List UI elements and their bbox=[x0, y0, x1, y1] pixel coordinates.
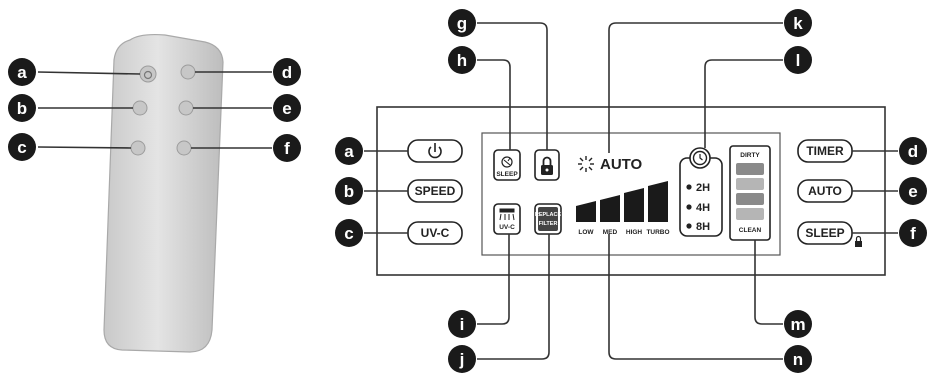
callout-letter: f bbox=[910, 224, 916, 243]
callout-marker bbox=[273, 134, 301, 162]
callout-letter: g bbox=[457, 14, 467, 33]
filter-clean-label: CLEAN bbox=[739, 227, 762, 234]
callout-letter: b bbox=[17, 99, 27, 118]
callout-marker bbox=[273, 94, 301, 122]
auto-button-label: AUTO bbox=[808, 184, 842, 198]
speed-level-label: LOW bbox=[578, 229, 594, 236]
callout-letter: i bbox=[460, 315, 465, 334]
speed-button-label: SPEED bbox=[415, 184, 456, 198]
sleep-button-label: SLEEP bbox=[805, 226, 844, 240]
callout-letter: h bbox=[457, 51, 467, 70]
lock-icon bbox=[541, 156, 553, 175]
speed-level-bars bbox=[576, 181, 668, 222]
sleep-indicator-label: SLEEP bbox=[496, 171, 518, 178]
callout-letter: d bbox=[908, 142, 918, 161]
callout-letter: b bbox=[344, 182, 354, 201]
timer-option-label: 2H bbox=[696, 182, 710, 194]
callout-letter: e bbox=[908, 182, 917, 201]
remote-uvc-button[interactable] bbox=[130, 140, 146, 156]
clock-icon bbox=[689, 147, 711, 169]
speed-level-label: TURBO bbox=[646, 229, 669, 236]
child-lock-icon bbox=[855, 235, 862, 247]
callout-letter: f bbox=[284, 139, 290, 158]
filter-dirty-label: DIRTY bbox=[740, 152, 760, 159]
callout-letter: c bbox=[344, 224, 353, 243]
callout-marker bbox=[784, 9, 812, 37]
callout-marker bbox=[784, 310, 812, 338]
callout-marker bbox=[335, 137, 363, 165]
callout-marker bbox=[8, 133, 36, 161]
uvc-button-label: UV-C bbox=[421, 226, 450, 240]
callout-letter: a bbox=[344, 142, 354, 161]
callout-letter: c bbox=[17, 138, 26, 157]
speed-bar-low bbox=[576, 201, 596, 222]
replace-filter-label-2: FILTER bbox=[539, 221, 558, 227]
replace-filter-label-1: REPLACE bbox=[535, 212, 562, 218]
timer-dot-4h bbox=[686, 204, 692, 210]
remote-power-button[interactable] bbox=[139, 65, 157, 83]
callout-letter: e bbox=[282, 99, 291, 118]
remote-sleep-button[interactable] bbox=[176, 140, 192, 156]
remote-body bbox=[103, 33, 224, 353]
callout-letter: k bbox=[793, 14, 803, 33]
callout-marker bbox=[335, 219, 363, 247]
filter-status-bars bbox=[736, 163, 764, 220]
timer-option-label: 8H bbox=[696, 221, 710, 233]
timer-dot-8h bbox=[686, 223, 692, 229]
timer-button-label: TIMER bbox=[806, 144, 844, 158]
speed-bar-med bbox=[600, 195, 620, 222]
remote-auto-button[interactable] bbox=[178, 100, 194, 116]
callout-letter: n bbox=[793, 350, 803, 369]
power-icon bbox=[428, 143, 442, 159]
control-panel: SPEED UV-C TIMER AUTO SLEEP SLEEP bbox=[335, 9, 927, 373]
callout-letter: d bbox=[282, 63, 292, 82]
callout-letter: j bbox=[459, 350, 465, 369]
callout-marker bbox=[8, 58, 36, 86]
remote-power-icon bbox=[143, 70, 153, 80]
callout-marker bbox=[899, 137, 927, 165]
auto-indicator-label: AUTO bbox=[600, 156, 643, 173]
callout-marker bbox=[448, 345, 476, 373]
callout-marker bbox=[273, 58, 301, 86]
callout-marker bbox=[335, 177, 363, 205]
speed-level-label: HIGH bbox=[626, 229, 643, 236]
speed-level-label: MED bbox=[603, 229, 618, 236]
callout-letter: l bbox=[796, 51, 801, 70]
callout-marker bbox=[899, 219, 927, 247]
callout-marker bbox=[448, 310, 476, 338]
speed-bar-turbo bbox=[648, 181, 668, 222]
uvc-indicator-label: UV-C bbox=[499, 224, 515, 231]
sleep-icon bbox=[501, 156, 513, 168]
callout-marker bbox=[784, 46, 812, 74]
speed-bar-high bbox=[624, 188, 644, 222]
callout-marker bbox=[448, 9, 476, 37]
timer-option-label: 4H bbox=[696, 202, 710, 214]
replace-filter-badge bbox=[538, 207, 558, 231]
callout-marker bbox=[899, 177, 927, 205]
auto-sparkle-icon bbox=[578, 156, 594, 172]
callout-letter: a bbox=[17, 63, 27, 82]
callout-letter: m bbox=[790, 315, 805, 334]
callout-marker bbox=[8, 94, 36, 122]
remote-speed-button[interactable] bbox=[132, 100, 148, 116]
remote-control: a b c d e f bbox=[8, 33, 301, 353]
sleep-indicator bbox=[493, 149, 521, 181]
callout-marker bbox=[448, 46, 476, 74]
remote-timer-button[interactable] bbox=[180, 64, 196, 80]
callout-marker bbox=[784, 345, 812, 373]
uvc-lamp-icon bbox=[499, 208, 515, 221]
timer-dot-2h bbox=[686, 184, 692, 190]
